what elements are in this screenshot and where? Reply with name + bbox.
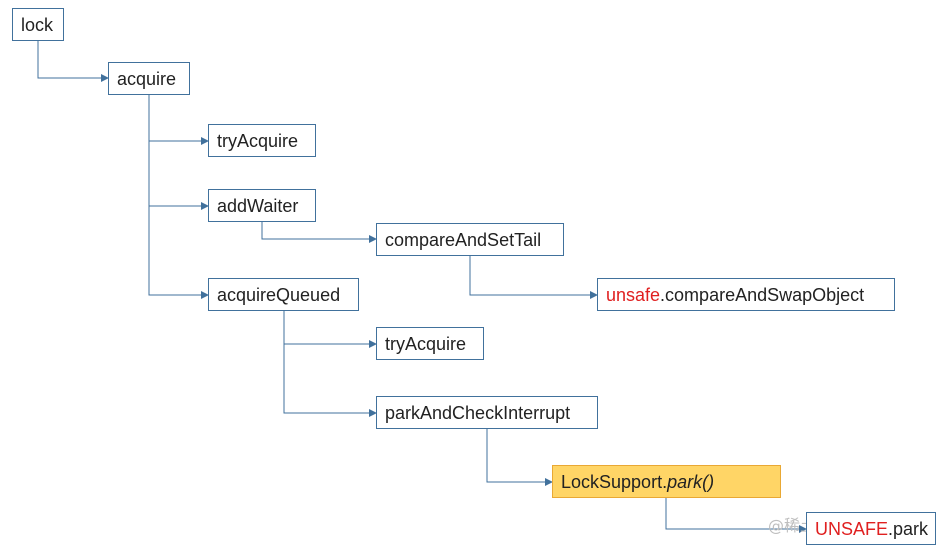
node-tryAcquire-1-label: tryAcquire [217, 130, 299, 151]
node-unsafe-cas-prefix: unsafe [606, 284, 661, 305]
node-acquireQueued: acquireQueued [208, 278, 359, 311]
node-unsafe-park: UNSAFE.park [806, 512, 936, 545]
node-acquire-label: acquire [117, 68, 177, 89]
edge-compareAndSetTail-unsafeCAS [469, 256, 598, 299]
node-unsafe-compareAndSwapObject: unsafe.compareAndSwapObject [597, 278, 895, 311]
edge-lockSupportPark-unsafePark [665, 498, 807, 533]
node-unsafe-park-prefix: UNSAFE [815, 518, 889, 539]
edge-acquireQueued-tryAcquire [283, 311, 377, 348]
edge-addWaiter-compareAndSetTail [261, 222, 377, 243]
edge-acquire-tryAcquire [148, 95, 209, 145]
node-lockSupport-park: LockSupport.park() [552, 465, 781, 498]
node-acquireQueued-label: acquireQueued [217, 284, 341, 305]
edge-acquire-acquireQueued [148, 206, 209, 299]
node-compareAndSetTail: compareAndSetTail [376, 223, 564, 256]
node-tryAcquire-1: tryAcquire [208, 124, 316, 157]
node-unsafe-park-method: .park [888, 518, 929, 539]
edge-acquireQueued-parkAndCheck [283, 344, 377, 417]
node-unsafe-cas-method: .compareAndSwapObject [660, 284, 865, 305]
node-tryAcquire-2: tryAcquire [376, 327, 484, 360]
node-addWaiter-label: addWaiter [217, 195, 299, 216]
node-lock: lock [12, 8, 64, 41]
node-parkAndCheckInterrupt: parkAndCheckInterrupt [376, 396, 598, 429]
node-acquire: acquire [108, 62, 190, 95]
node-tryAcquire-2-label: tryAcquire [385, 333, 467, 354]
node-parkAndCheckInterrupt-label: parkAndCheckInterrupt [385, 402, 571, 423]
node-compareAndSetTail-label: compareAndSetTail [385, 229, 542, 250]
edge-lock-acquire [37, 41, 109, 82]
node-lock-label: lock [21, 14, 54, 35]
node-lockSupport-method: park() [667, 471, 715, 492]
node-lockSupport-class: LockSupport. [561, 471, 668, 492]
edge-parkAndCheck-lockSupportPark [486, 429, 553, 486]
edge-acquire-addWaiter [148, 141, 209, 210]
node-addWaiter: addWaiter [208, 189, 316, 222]
